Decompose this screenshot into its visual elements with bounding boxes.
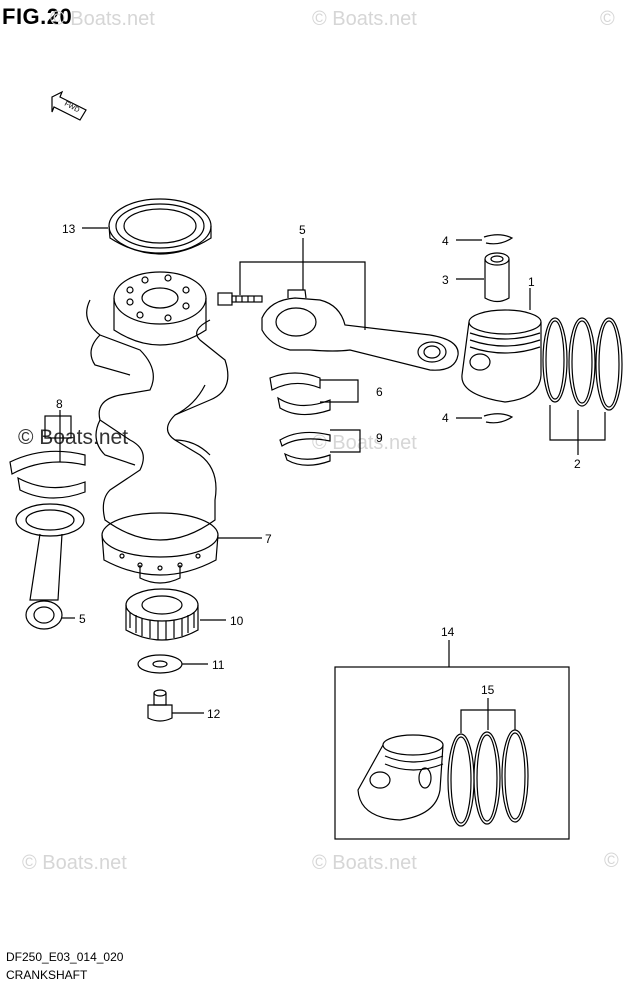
callout-11: 11 (212, 658, 225, 672)
callout-3: 3 (442, 273, 449, 287)
callout-4: 4 (442, 234, 449, 248)
watermark: © Boats.net (22, 852, 127, 874)
callout-5b: 5 (79, 612, 86, 626)
callout-2: 2 (574, 457, 581, 471)
main-bearing-9 (279, 431, 331, 466)
bolt-5 (217, 292, 263, 306)
connecting-rod-5 (261, 289, 459, 371)
conrod-bearing-6 (269, 372, 331, 416)
piston-14 (357, 734, 444, 821)
bearing-set-8 (9, 415, 86, 499)
watermark: © (600, 8, 615, 30)
callout-4b: 4 (442, 411, 449, 425)
piston-pin-clip-4 (483, 234, 514, 245)
gear-10 (125, 588, 199, 641)
oil-seal-13 (108, 198, 212, 255)
connecting-rod-5b (15, 503, 85, 630)
piston-pin-clip-4b (483, 413, 514, 424)
callout-15: 15 (481, 683, 495, 697)
piston-rings-15 (447, 729, 529, 827)
callout-5: 5 (299, 223, 306, 237)
callout-8: 8 (56, 397, 63, 411)
watermark: © Boats.net (312, 852, 417, 874)
callout-1: 1 (528, 275, 535, 289)
callout-14: 14 (441, 625, 455, 639)
piston-pin-3 (484, 252, 510, 303)
callout-13: 13 (62, 222, 76, 236)
figure-title: FIG.20 (2, 4, 73, 29)
washer-11 (137, 654, 183, 674)
watermark: © Boats.net (312, 8, 417, 30)
piston-set-box-14 (334, 666, 570, 840)
fwd-arrow-icon: FWD (51, 90, 87, 121)
crankshaft-7 (86, 271, 229, 584)
diagram-code: DF250_E03_014_020 (6, 950, 124, 964)
callout-10: 10 (230, 614, 244, 628)
callout-9: 9 (376, 431, 383, 445)
callout-12: 12 (207, 707, 221, 721)
watermark: © Boats.net (312, 432, 417, 454)
watermark: © (604, 850, 619, 872)
watermark: © Boats.net (50, 8, 155, 30)
bolt-12 (147, 689, 173, 722)
piston-1 (461, 309, 542, 403)
callout-6: 6 (376, 385, 383, 399)
piston-rings-2 (542, 317, 623, 411)
callout-7: 7 (265, 532, 272, 546)
section-title: CRANKSHAFT (6, 968, 88, 982)
